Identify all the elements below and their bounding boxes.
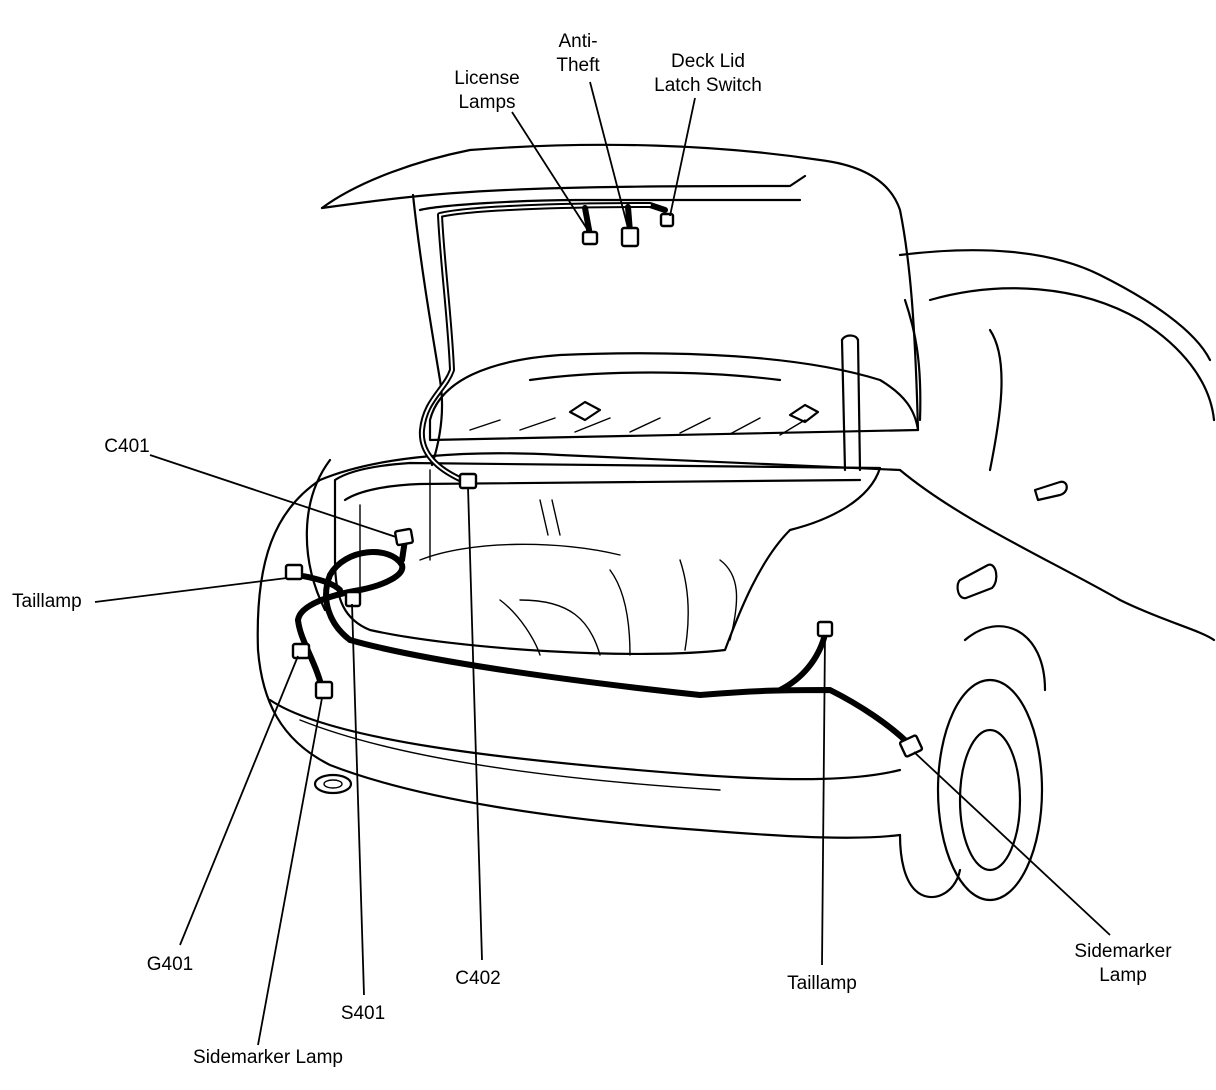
label-taillamp-right: Taillamp (787, 973, 857, 994)
deck-lid (320, 143, 922, 472)
label-deck-lid-latch-switch-line1: Deck Lid (671, 51, 745, 72)
label-taillamp-left: Taillamp (12, 591, 82, 612)
label-c402: C402 (455, 968, 501, 989)
label-sidemarker-lamp-left: Sidemarker Lamp (193, 1047, 343, 1068)
label-anti-theft: Anti- Theft (556, 30, 599, 78)
label-s401: S401 (340, 1003, 386, 1024)
package-shelf (428, 352, 920, 442)
label-sidemarker-lamp-right-line2: Lamp (1099, 965, 1147, 986)
label-anti-theft-line1: Anti- (558, 31, 598, 52)
connectors (284, 212, 924, 758)
label-deck-lid-latch-switch: Deck Lid Latch Switch (654, 50, 762, 98)
label-license-lamps-line1: License (454, 68, 520, 89)
label-c401: C401 (104, 436, 150, 457)
trunk-opening (333, 461, 882, 656)
leader-lines (94, 81, 1111, 1046)
label-deck-lid-latch-switch-line2: Latch Switch (654, 75, 762, 96)
label-g401: G401 (146, 954, 194, 975)
label-license-lamps-line2: Lamps (458, 92, 516, 113)
label-anti-theft-line2: Theft (556, 55, 600, 76)
car-body (256, 249, 1216, 902)
label-license-lamps: License Lamps (454, 67, 520, 115)
wiring-harness (289, 202, 913, 748)
label-sidemarker-lamp-right-line1: Sidemarker (1074, 941, 1172, 962)
label-sidemarker-lamp-right: Sidemarker Lamp (1074, 940, 1171, 988)
